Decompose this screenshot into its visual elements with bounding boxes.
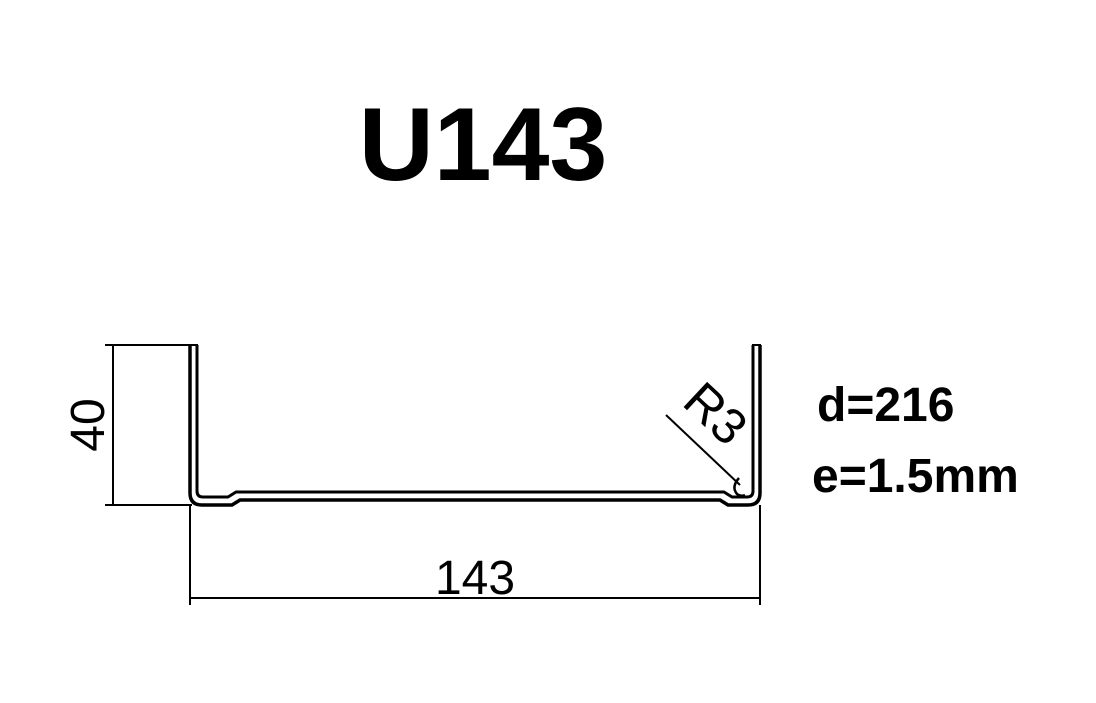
- radius-label: R3: [673, 371, 758, 456]
- width-dimension-label: 143: [435, 552, 515, 605]
- spec-d: d=216: [817, 379, 954, 432]
- spec-e: e=1.5mm: [812, 450, 1019, 503]
- radius-arc-marker: [733, 477, 746, 498]
- radius-leader-line: [665, 414, 741, 486]
- u-profile-inner: [195, 345, 755, 499]
- height-dimension-label: 40: [62, 398, 115, 451]
- u-profile-outer: [188, 345, 762, 507]
- profile-title: U143: [359, 87, 608, 203]
